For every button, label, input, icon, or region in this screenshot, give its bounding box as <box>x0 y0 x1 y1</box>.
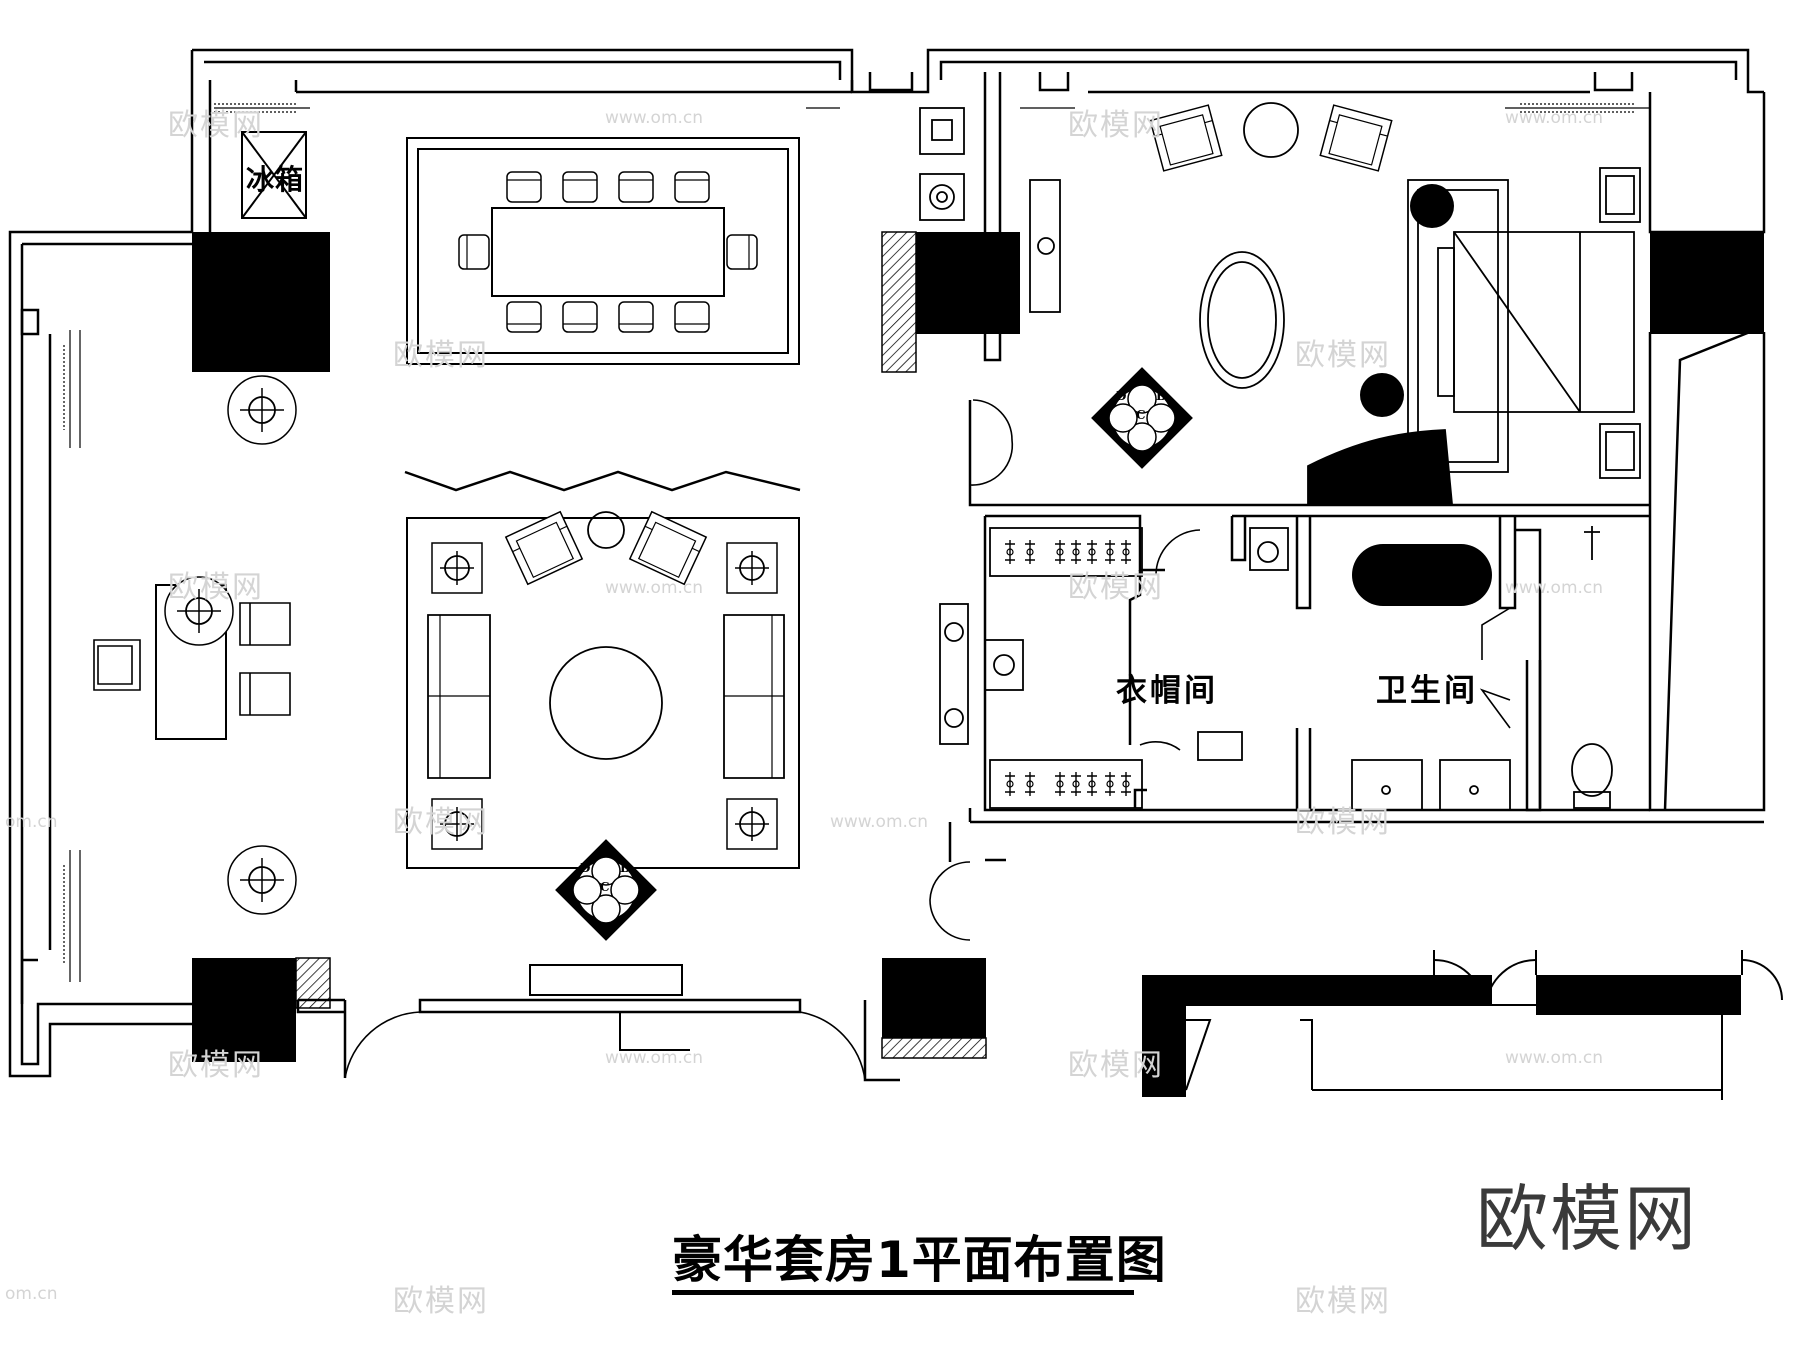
dining-chairs <box>458 171 758 333</box>
watermark-url: www.om.cn <box>830 812 929 832</box>
watermark: 欧模网 <box>1295 338 1391 373</box>
watermark: 欧模网 <box>168 108 264 143</box>
elevation-marker-bedroom-a: A <box>1136 369 1146 383</box>
structural-columns <box>192 232 1764 1097</box>
drawing-title: 豪华套房1平面布置图 <box>672 1231 1167 1289</box>
watermark: 欧模网 <box>1068 570 1164 605</box>
watermark-url: www.om.cn <box>1505 108 1604 128</box>
watermark-url: www.om.cn <box>605 1048 704 1068</box>
watermark: 欧模网 <box>1295 805 1391 840</box>
bathroom <box>1249 526 1613 811</box>
watermark: 欧模网 <box>1068 1048 1164 1083</box>
watermark: 欧模网 <box>393 805 489 840</box>
cloakroom <box>939 527 1243 809</box>
elevation-marker-living-b: B <box>620 861 631 875</box>
watermark-url: www.om.cn <box>605 108 704 128</box>
curtains <box>63 103 1650 982</box>
elevation-marker-bedroom-c: C <box>1136 408 1146 422</box>
bedroom <box>1199 102 1641 505</box>
elevation-marker-bedroom-d: D <box>1116 389 1127 403</box>
bedroom-chairs <box>1149 104 1393 172</box>
office-chairs <box>93 602 291 716</box>
annex-walls <box>1185 950 1783 1100</box>
elevation-marker-bedroom-b: B <box>1156 389 1167 403</box>
hatched-columns <box>295 231 987 1059</box>
watermark: 欧模网 <box>168 570 264 605</box>
cloakroom-label: 衣帽间 <box>1116 673 1218 709</box>
brand-logo-text: 欧模网 <box>1476 1177 1699 1261</box>
watermark: 欧模网 <box>393 338 489 373</box>
bathtub <box>1352 544 1492 606</box>
watermark: 欧模网 <box>393 1284 489 1319</box>
watermark: 欧模网 <box>1068 108 1164 143</box>
watermark-domain: om.cn <box>5 812 58 832</box>
elevation-marker-living-d: D <box>580 861 591 875</box>
living-room <box>404 470 801 1051</box>
elevation-marker-living-a: A <box>600 841 610 855</box>
fridge <box>241 131 307 219</box>
watermark: 欧模网 <box>1295 1284 1391 1319</box>
fridge-label: 冰箱 <box>246 163 305 196</box>
kitchenette <box>919 107 1061 313</box>
elevation-marker-living-c: C <box>600 880 610 894</box>
title-underline <box>672 1290 1134 1295</box>
watermark-url: www.om.cn <box>1505 1048 1604 1068</box>
bathroom-label: 卫生间 <box>1376 673 1478 709</box>
watermark-url: www.om.cn <box>1505 578 1604 598</box>
doors <box>344 399 1511 1081</box>
watermark-url: www.om.cn <box>605 578 704 598</box>
dining-rug <box>406 137 800 365</box>
bedroom-side-items <box>1360 184 1454 417</box>
watermark: 欧模网 <box>168 1048 264 1083</box>
outer-walls <box>8 48 1766 1082</box>
watermark-domain: om.cn <box>5 1284 58 1304</box>
